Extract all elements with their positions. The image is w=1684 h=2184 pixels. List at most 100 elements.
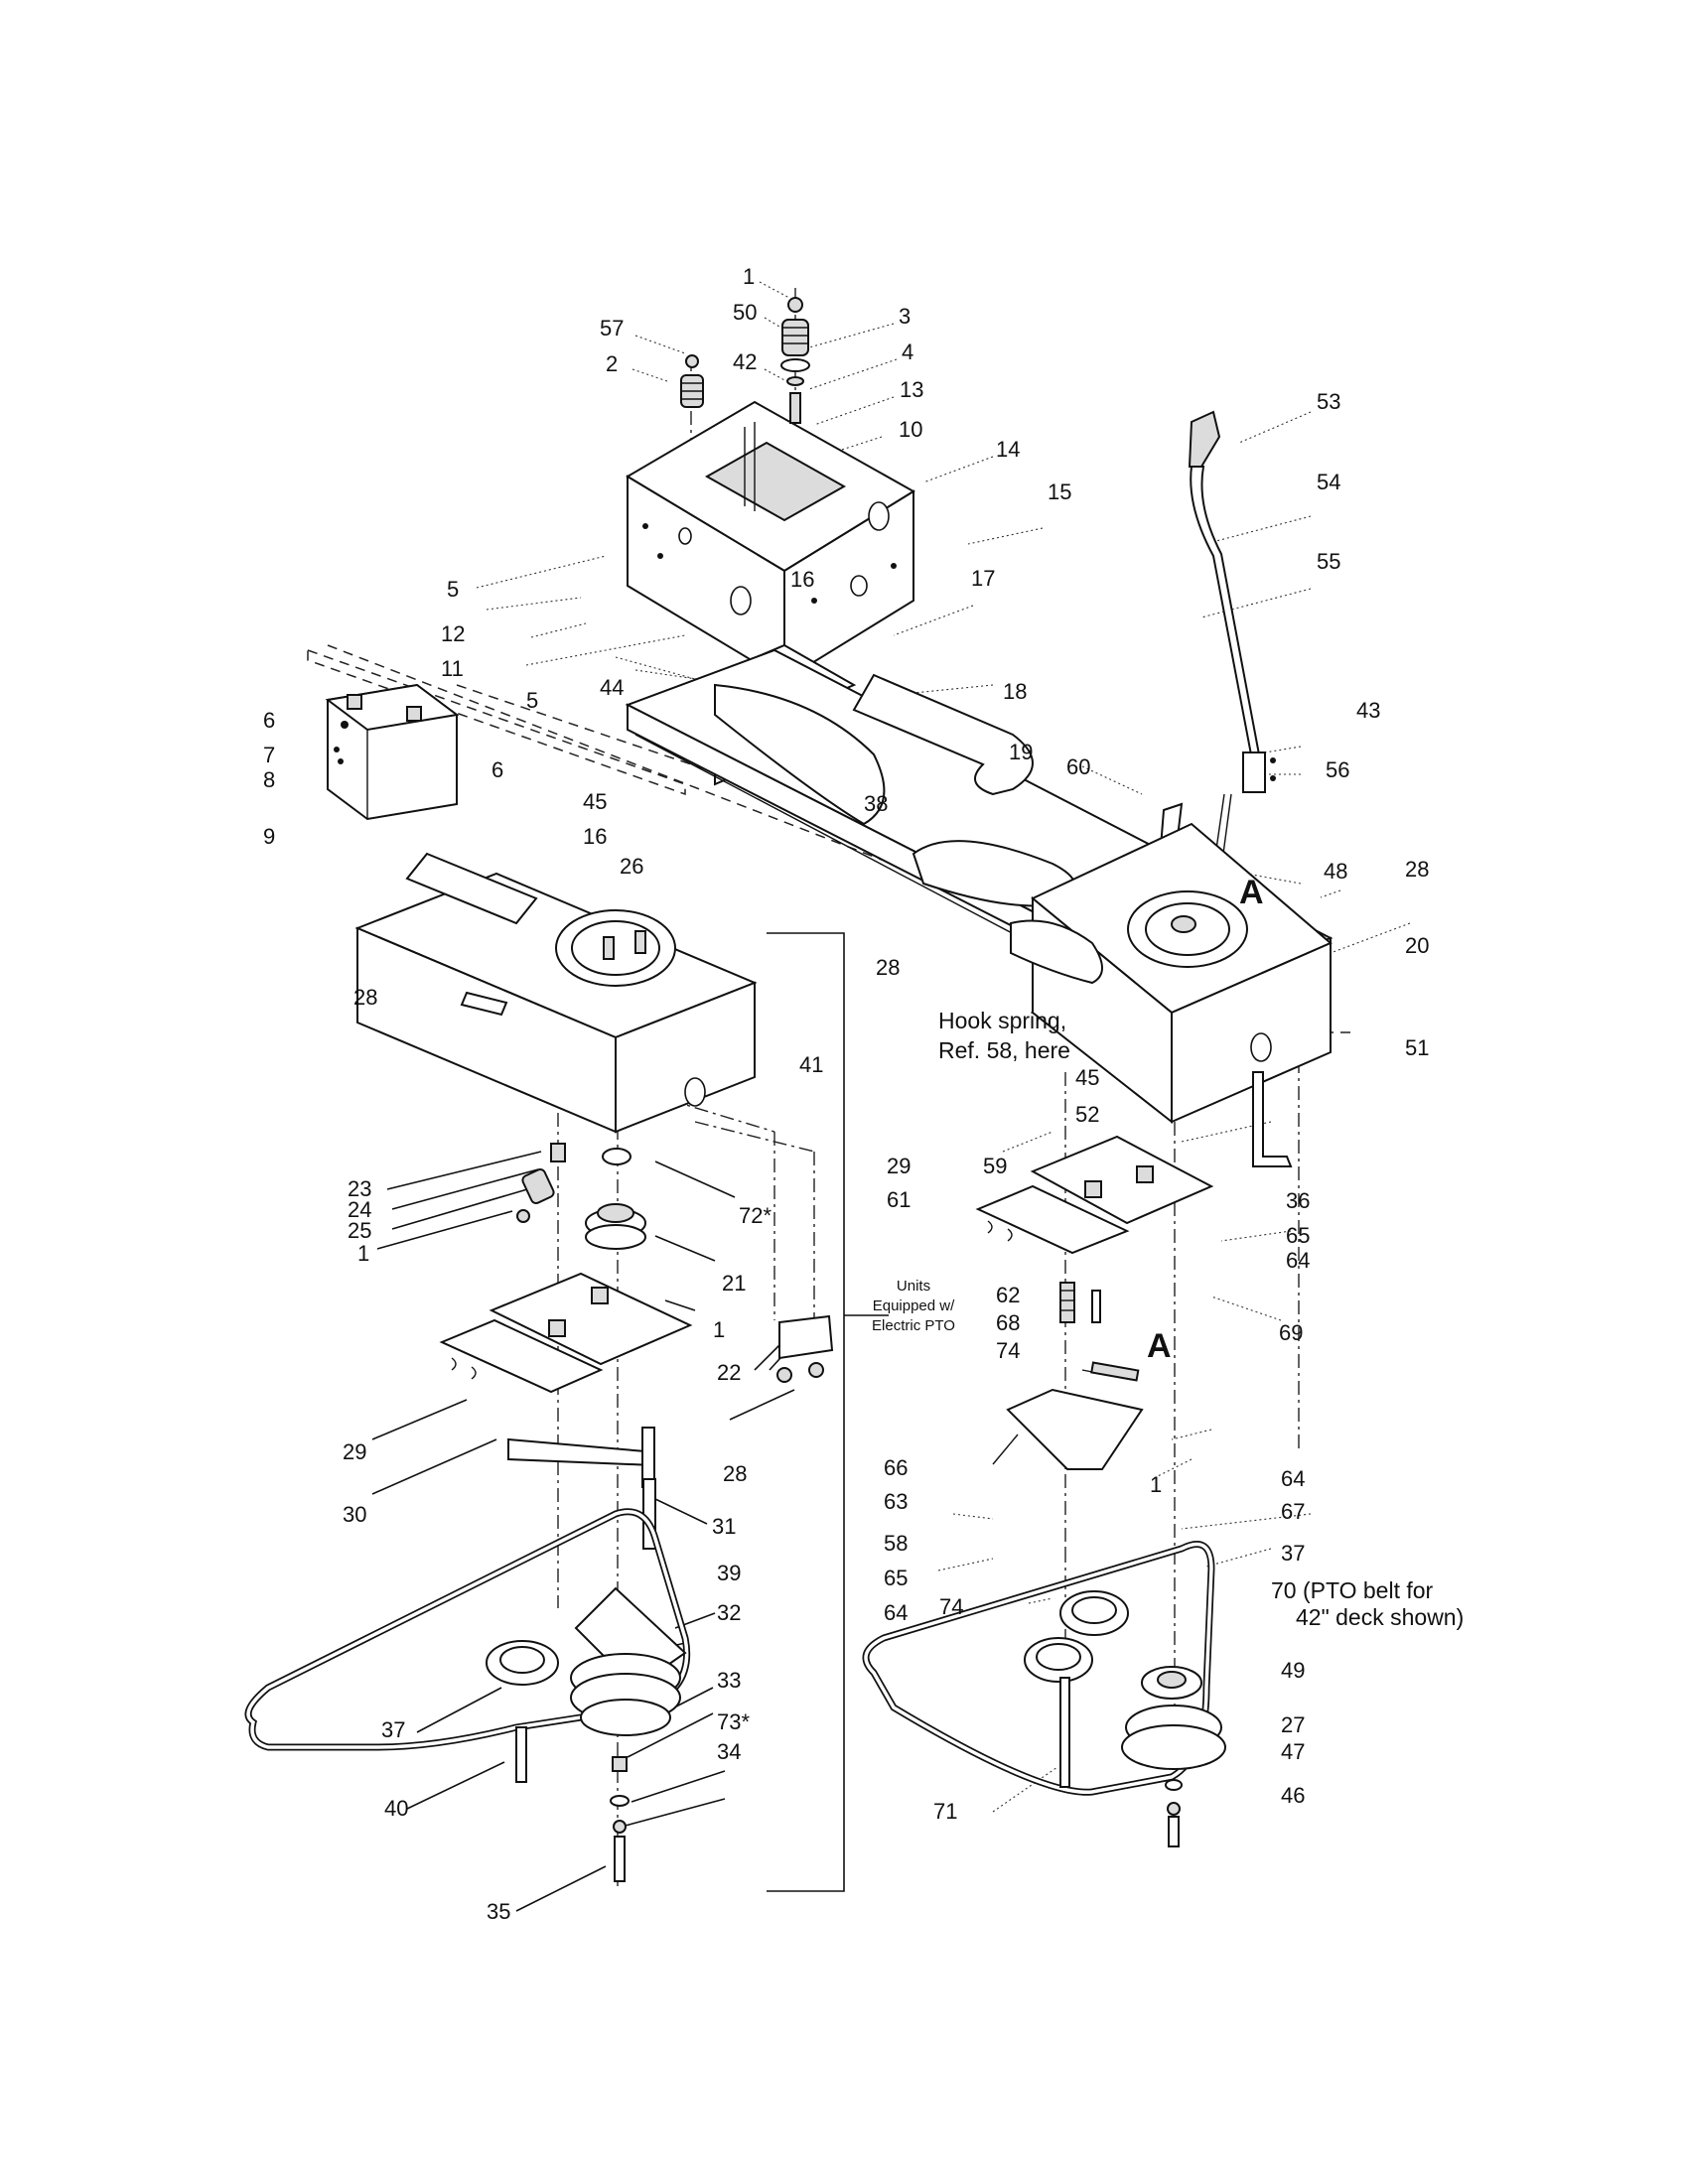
idler-arm (992, 1282, 1144, 1470)
arrow-leaders (371, 1151, 795, 1912)
callout-73: 73* (717, 1709, 750, 1734)
callout-61: 61 (887, 1187, 911, 1212)
pto-bracket-line (767, 932, 889, 1892)
callout-36: 36 (1286, 1188, 1310, 1213)
callouts: 1 50 3 57 42 4 2 13 10 14 53 54 15 55 5 … (263, 264, 1429, 1924)
callout-74a: 74 (996, 1338, 1020, 1363)
callout-11: 11 (441, 656, 464, 681)
callout-37b: 37 (381, 1717, 405, 1742)
marker-a-upper: A (1239, 874, 1264, 911)
callout-64c: 64 (884, 1600, 908, 1625)
callout-41: 41 (799, 1052, 823, 1077)
callout-64a: 64 (1286, 1248, 1310, 1273)
callout-60: 60 (1066, 754, 1090, 779)
callout-53: 53 (1317, 389, 1340, 414)
callout-65a: 65 (1286, 1223, 1310, 1248)
pto-bracket-right (975, 1135, 1214, 1255)
callout-50: 50 (733, 300, 757, 325)
callout-4: 4 (902, 340, 913, 364)
callout-37a: 37 (1281, 1541, 1305, 1566)
callout-38: 38 (864, 791, 888, 816)
callout-27: 27 (1281, 1712, 1305, 1737)
right-frame (1010, 822, 1333, 1167)
callout-52: 52 (1075, 1102, 1099, 1127)
callout-1d: 1 (1150, 1472, 1162, 1497)
callout-25: 25 (348, 1218, 371, 1243)
callout-43: 43 (1356, 698, 1380, 723)
callout-59: 59 (983, 1154, 1007, 1178)
callout-18: 18 (1003, 679, 1027, 704)
callout-40: 40 (384, 1796, 408, 1821)
callout-23: 23 (348, 1176, 371, 1201)
note-pto-belt-line2: 42" deck shown) (1296, 1604, 1464, 1630)
callout-63: 63 (884, 1489, 908, 1514)
callout-29b: 29 (343, 1439, 366, 1464)
callout-28b: 28 (876, 955, 900, 980)
callout-56: 56 (1326, 757, 1349, 782)
note-units-line2: Equipped w/ (873, 1297, 955, 1314)
callout-32: 32 (717, 1600, 741, 1625)
callout-39: 39 (717, 1561, 741, 1585)
shift-lever (1158, 410, 1276, 892)
callout-21: 21 (722, 1271, 746, 1296)
note-hook-spring-line2: Ref. 58, here (938, 1037, 1070, 1063)
note-units-line3: Electric PTO (872, 1317, 955, 1334)
callout-6b: 6 (491, 757, 503, 782)
callout-19: 19 (1009, 740, 1033, 764)
callout-55: 55 (1317, 549, 1340, 574)
callout-28d: 28 (723, 1461, 747, 1486)
callout-68: 68 (996, 1310, 1020, 1335)
callout-26: 26 (620, 854, 643, 879)
callout-20: 20 (1405, 933, 1429, 958)
callout-35: 35 (487, 1899, 510, 1924)
callout-45a: 45 (583, 789, 607, 814)
top-springs (680, 297, 810, 424)
callout-48: 48 (1324, 859, 1347, 884)
callout-30: 30 (343, 1502, 366, 1527)
callout-45b: 45 (1075, 1065, 1099, 1090)
callout-15: 15 (1048, 479, 1071, 504)
callout-49: 49 (1281, 1658, 1305, 1683)
callout-24: 24 (348, 1197, 371, 1222)
callout-67: 67 (1281, 1499, 1305, 1524)
left-belt-clutch (244, 1508, 691, 1882)
right-belt-pulleys (862, 1541, 1226, 1847)
callout-8: 8 (263, 767, 275, 792)
note-pto-belt-line1: 70 (PTO belt for (1271, 1577, 1434, 1603)
callout-7: 7 (263, 743, 275, 767)
callout-12: 12 (441, 621, 465, 646)
callout-28c: 28 (353, 985, 377, 1010)
left-frame (354, 852, 758, 1134)
battery (307, 648, 686, 821)
callout-46: 46 (1281, 1783, 1305, 1808)
callout-65b: 65 (884, 1566, 908, 1590)
callout-22: 22 (717, 1360, 741, 1385)
callout-42: 42 (733, 349, 757, 374)
callout-44: 44 (600, 675, 624, 700)
callout-17: 17 (971, 566, 995, 591)
callout-5b: 5 (526, 688, 538, 713)
callout-51: 51 (1405, 1035, 1429, 1060)
callout-47: 47 (1281, 1739, 1305, 1764)
callout-2: 2 (606, 351, 618, 376)
callout-28a: 28 (1405, 857, 1429, 882)
callout-71: 71 (933, 1799, 957, 1824)
callout-62: 62 (996, 1283, 1020, 1307)
callout-66: 66 (884, 1455, 908, 1480)
callout-3: 3 (899, 304, 911, 329)
pto-bracket-left (439, 1272, 693, 1394)
callout-10: 10 (899, 417, 922, 442)
callout-5a: 5 (447, 577, 459, 602)
callout-34: 34 (717, 1739, 741, 1764)
callout-54: 54 (1317, 470, 1340, 494)
callout-9: 9 (263, 824, 275, 849)
callout-29a: 29 (887, 1154, 911, 1178)
callout-69: 69 (1279, 1320, 1303, 1345)
callout-1c: 1 (713, 1317, 725, 1342)
callout-13: 13 (900, 377, 923, 402)
callout-1b: 1 (357, 1241, 369, 1266)
left-hardware (507, 1143, 834, 1550)
marker-a-lower: A (1147, 1327, 1172, 1365)
callout-1: 1 (743, 264, 755, 289)
